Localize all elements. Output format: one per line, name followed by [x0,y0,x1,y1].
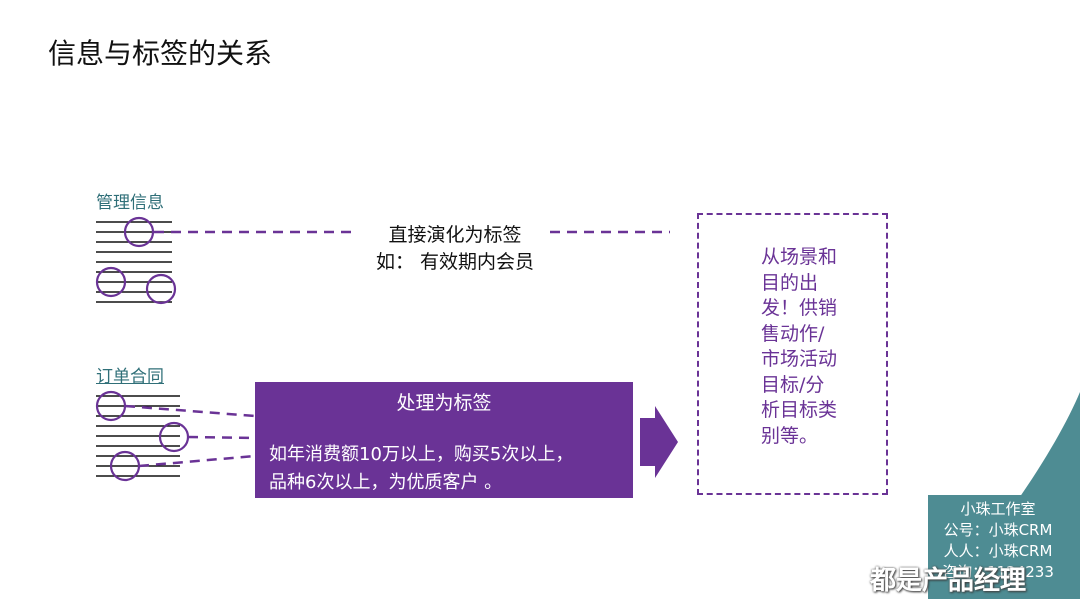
arrow-right-icon [640,406,678,478]
process-title: 处理为标签 [396,392,492,414]
watermark: 都是产品经理 [870,566,1027,596]
studio-renren: 人人：小珠CRM [943,542,1053,560]
studio-wechat: 公号：小珠CRM [943,521,1053,539]
process-box: 处理为标签 如年消费额10万以上，购买5次以上， 品种6次以上，为优质客户 。 [255,382,633,498]
studio-name: 小珠工作室 [960,500,1036,518]
order-contract-label: 订单合同 [96,367,164,387]
order-doc-icon [96,395,180,477]
process-example-line2: 品种6次以上，为优质客户 。 [269,472,503,493]
order-connectors [124,404,256,468]
scene-purpose-text: 从场景和目的出发！供销售动作/市场活动目标/分析目标类别等。 [761,246,838,447]
page-title: 信息与标签的关系 [48,37,273,70]
direct-example-text: 如： 有效期内会员 [375,251,535,273]
management-info-label: 管理信息 [96,193,164,213]
direct-evolve-text: 直接演化为标签 [388,224,522,246]
process-example-line1: 如年消费额10万以上，购买5次以上， [269,444,574,465]
management-highlight-circles [95,216,177,305]
studio-info-box: 小珠工作室 公号：小珠CRM 人人：小珠CRM 咨询：1124233 [928,495,1068,599]
studio-consult: 咨询：1124233 [942,563,1054,581]
scene-purpose-box: 从场景和目的出发！供销售动作/市场活动目标/分析目标类别等。 [697,213,888,495]
management-doc-icon [96,221,172,303]
